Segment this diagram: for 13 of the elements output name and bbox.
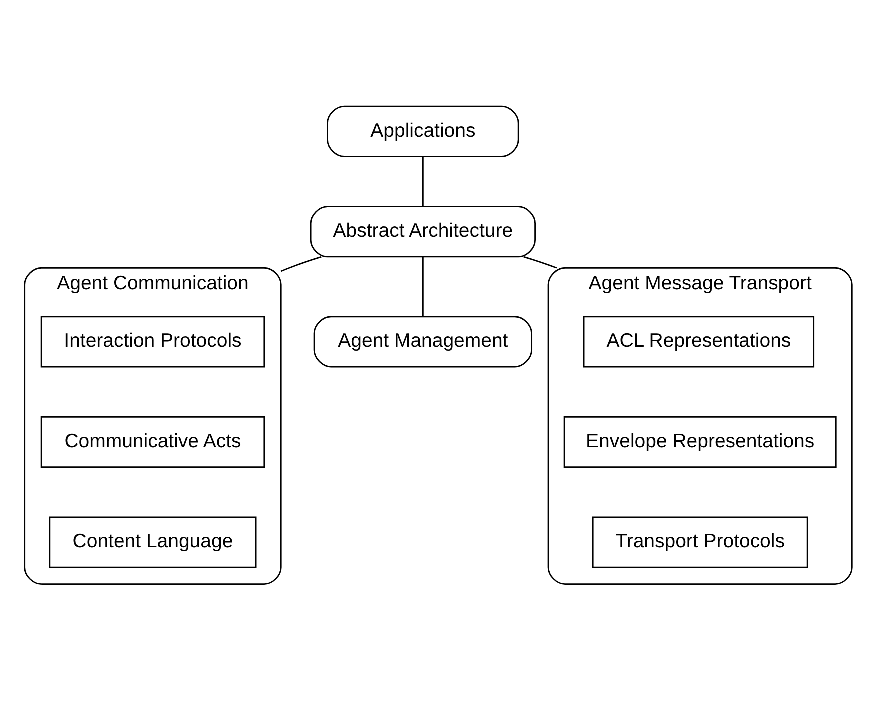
connector (422, 257, 424, 317)
node-box: Agent Management (314, 316, 533, 368)
node-box: Applications (327, 106, 520, 158)
node-box: Content Language (49, 516, 257, 568)
node-box: Communicative Acts (40, 416, 266, 468)
connector (422, 157, 424, 207)
node-box: ACL Representations (583, 316, 815, 368)
node-box: Transport Protocols (592, 516, 808, 568)
node-box: Abstract Architecture (310, 206, 536, 258)
connector (280, 256, 322, 272)
node-box: Interaction Protocols (40, 316, 266, 368)
connector (524, 256, 558, 269)
node-box: Envelope Representations (564, 416, 837, 468)
